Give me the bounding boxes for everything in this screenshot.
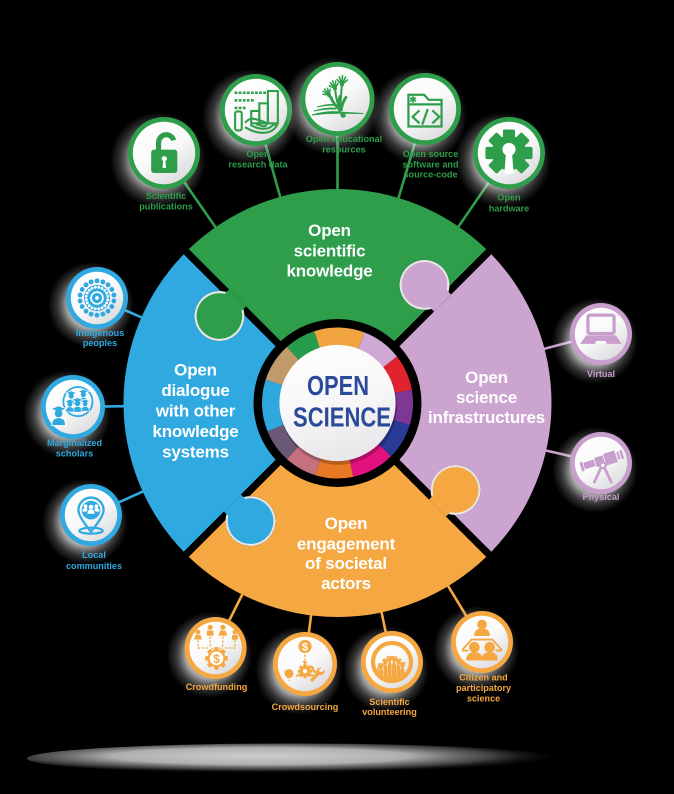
svg-text:Marginalized: Marginalized [47, 438, 102, 448]
svg-text:Physical: Physical [583, 492, 620, 502]
svg-text:actors: actors [321, 574, 371, 593]
svg-text:Open: Open [465, 368, 508, 387]
svg-text:Citizen and: Citizen and [459, 673, 508, 683]
svg-text:Open: Open [325, 514, 368, 533]
svg-text:$: $ [213, 652, 220, 666]
svg-text:participatory: participatory [456, 683, 512, 693]
svg-text:infrastructures: infrastructures [428, 408, 545, 427]
svg-text:Open: Open [308, 221, 351, 240]
svg-text:Open educational: Open educational [306, 134, 382, 144]
svg-text:with other: with other [155, 402, 236, 421]
svg-text:Open: Open [174, 361, 217, 380]
svg-text:Open: Open [497, 193, 520, 203]
svg-text:peoples: peoples [83, 338, 117, 348]
svg-text:knowledge: knowledge [152, 422, 238, 441]
svg-text:Crowdfunding: Crowdfunding [186, 682, 248, 692]
svg-text:publications: publications [139, 202, 193, 212]
svg-text:engagement: engagement [297, 535, 396, 554]
svg-text:scholars: scholars [56, 449, 93, 459]
svg-text:research data: research data [228, 159, 288, 169]
svg-text:communities: communities [66, 561, 122, 571]
svg-text:systems: systems [162, 443, 229, 462]
svg-text:knowledge: knowledge [286, 262, 372, 281]
svg-text:science: science [456, 388, 517, 407]
svg-text:dialogue: dialogue [161, 381, 229, 400]
svg-text:Local: Local [82, 550, 106, 560]
svg-text:resources: resources [322, 144, 365, 154]
svg-text:scientific: scientific [294, 242, 366, 261]
svg-text:Open source: Open source [403, 149, 459, 159]
svg-text:Virtual: Virtual [587, 369, 615, 379]
svg-text:Scientific: Scientific [369, 697, 409, 707]
svg-text:Indigenous: Indigenous [76, 328, 125, 338]
svg-text:software and: software and [402, 160, 458, 170]
svg-text:Scientific: Scientific [146, 191, 186, 201]
svg-text:OPEN: OPEN [307, 370, 369, 401]
svg-text:volunteering: volunteering [362, 707, 417, 717]
svg-text:source-code: source-code [403, 170, 457, 180]
svg-text:Crowdsourcing: Crowdsourcing [272, 702, 339, 712]
svg-text:$: $ [302, 642, 309, 654]
svg-text:of societal: of societal [305, 554, 387, 573]
svg-text:science: science [467, 694, 500, 704]
svg-text:SCIENCE: SCIENCE [293, 402, 391, 433]
svg-text:Open: Open [246, 149, 269, 159]
svg-text:hardware: hardware [489, 203, 529, 213]
